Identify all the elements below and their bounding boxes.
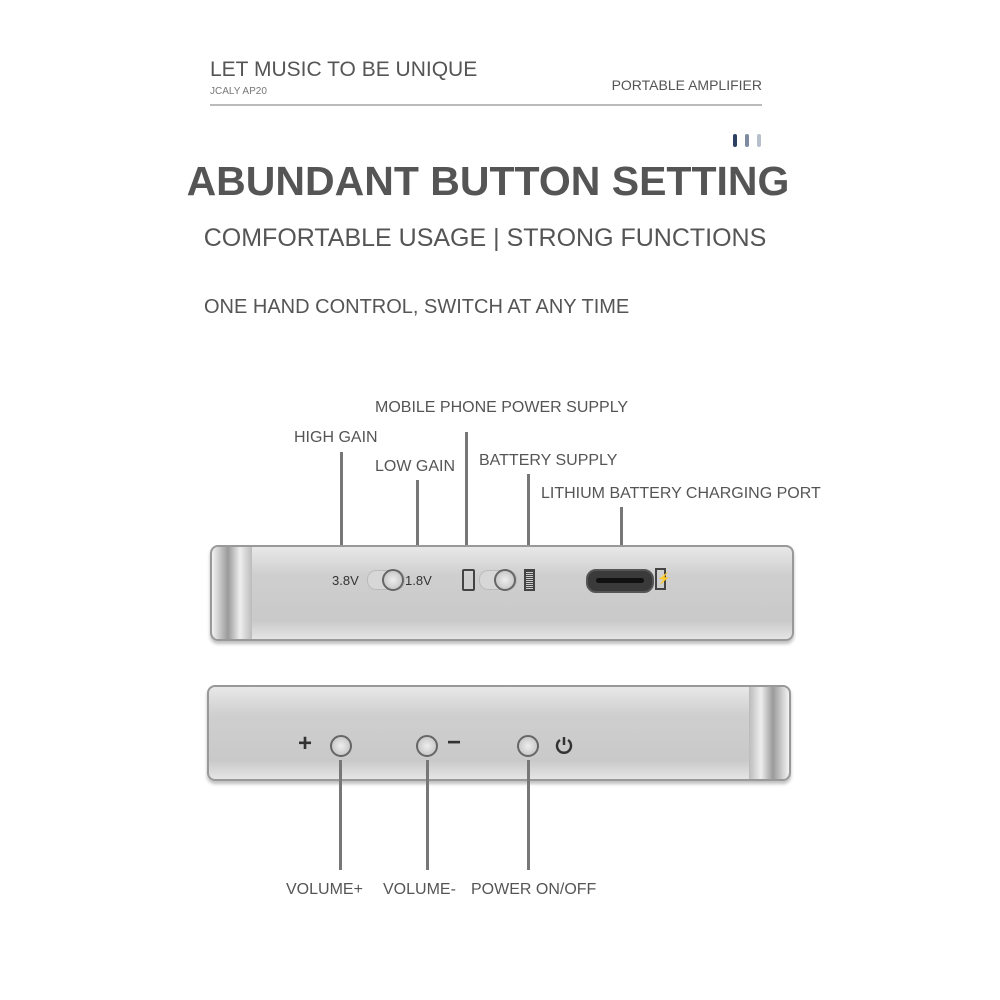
voltage-high: 3.8V	[332, 573, 359, 588]
leader-line	[465, 432, 468, 560]
label-volume-up: VOLUME+	[286, 881, 363, 898]
header-divider	[210, 104, 762, 106]
leader-line	[527, 474, 530, 560]
charging-icon: ⚡	[655, 568, 671, 590]
device-top-panel: 3.8V 1.8V ⚡	[210, 545, 794, 641]
label-volume-down: VOLUME-	[383, 881, 456, 898]
device-bottom-panel: + −	[207, 685, 791, 781]
leader-line	[340, 452, 343, 560]
plus-symbol: +	[298, 730, 313, 757]
leader-line	[527, 760, 530, 870]
product-category: PORTABLE AMPLIFIER	[611, 77, 762, 93]
label-mobile-power: MOBILE PHONE POWER SUPPLY	[375, 399, 629, 416]
page-title: ABUNDANT BUTTON SETTING	[186, 158, 790, 204]
label-low-gain: LOW GAIN	[375, 458, 456, 475]
leader-line	[416, 480, 419, 560]
label-power: POWER ON/OFF	[471, 881, 597, 898]
leader-line	[426, 760, 429, 870]
slogan: LET MUSIC TO BE UNIQUE	[210, 58, 478, 81]
voltage-low: 1.8V	[405, 573, 432, 588]
device-edge	[212, 547, 252, 639]
label-charging-port: LITHIUM BATTERY CHARGING PORT	[541, 485, 821, 502]
label-battery-supply: BATTERY SUPPLY	[479, 452, 618, 469]
leader-line	[339, 760, 342, 870]
leader-line	[620, 507, 623, 560]
power-icon	[555, 735, 573, 760]
volume-up-button[interactable]	[330, 735, 352, 757]
usb-c-port[interactable]	[586, 569, 654, 593]
power-source-switch[interactable]	[479, 569, 517, 591]
phone-icon	[462, 569, 475, 591]
minus-symbol: −	[447, 729, 462, 756]
subtitle: COMFORTABLE USAGE | STRONG FUNCTIONS	[203, 224, 767, 252]
power-button[interactable]	[517, 735, 539, 757]
gain-switch[interactable]	[367, 569, 405, 591]
tagline: ONE HAND CONTROL, SWITCH AT ANY TIME	[204, 296, 630, 318]
volume-down-button[interactable]	[416, 735, 438, 757]
label-high-gain: HIGH GAIN	[294, 429, 378, 446]
model-name: JCALY AP20	[210, 86, 267, 97]
battery-icon	[524, 569, 535, 591]
device-edge	[749, 687, 789, 779]
